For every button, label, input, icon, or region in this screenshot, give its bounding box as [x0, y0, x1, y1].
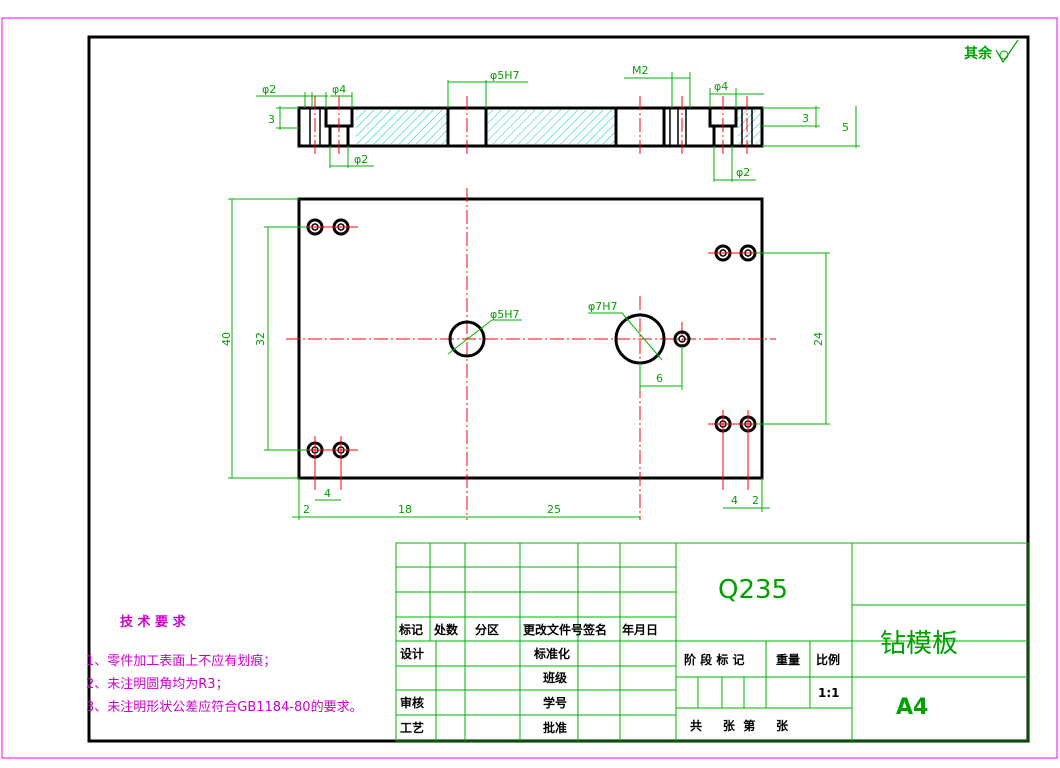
top-dims: φ2 φ4 φ5H7 M2 φ4 3: [256, 64, 860, 182]
dim-phi4-left: φ4: [332, 83, 346, 96]
part-name-text: 钻模板: [880, 629, 958, 659]
tb-review: 审核: [400, 695, 424, 710]
hatch-mid: [486, 110, 616, 144]
tb-header-docno: 更改文件号: [523, 622, 583, 637]
hatch-right: [738, 110, 760, 144]
tech-title: 技 术 要 求: [120, 614, 187, 630]
tb-header-sign: 签名: [582, 622, 607, 637]
dim-w4-right: 4: [731, 494, 738, 507]
dim-hole-5h7: φ5H7: [490, 308, 520, 321]
tb-scale-value: 1:1: [818, 686, 840, 700]
dim-h24: 24: [812, 332, 825, 346]
tb-sheets: 共 张 第 张: [690, 718, 789, 733]
dim-w2-right: 2: [752, 494, 759, 507]
top-section-view: φ2 φ4 φ5H7 M2 φ4 3: [256, 64, 860, 182]
dim-phi2-left: φ2: [262, 83, 276, 96]
tech-item-2: 2、未注明圆角均为R3；: [86, 677, 229, 692]
dim-h40: 40: [220, 332, 233, 346]
front-plan-view: φ5H7 φ7H7 6 40 32 24 2 4 18 25 4: [220, 188, 830, 520]
dim-offset-6: 6: [656, 372, 663, 385]
roughness-mark: 其余: [964, 39, 1019, 64]
tb-process: 工艺: [400, 720, 424, 735]
title-block: Q235 钻模板 A4 标记 处数 分区 更改文件号 签名 年月日 设计 标准化…: [395, 542, 1029, 742]
roughness-label: 其余: [964, 45, 993, 62]
dim-hole-7h7: φ7H7: [588, 300, 618, 313]
tech-requirements: 技 术 要 求 1、零件加工表面上不应有划痕； 2、未注明圆角均为R3； 3、未…: [86, 614, 363, 715]
dim-w25: 25: [547, 503, 561, 516]
dim-h3-left: 3: [268, 113, 275, 126]
tech-item-3: 3、未注明形状公差应符合GB1184-80的要求。: [86, 699, 363, 715]
sheet-border: [1, 17, 1058, 759]
hole-pair-top-right: [708, 244, 765, 262]
dim-h3-right: 3: [802, 112, 809, 125]
plate-section-outline: [297, 106, 764, 148]
dim-m2: M2: [632, 64, 649, 77]
dim-phi5h7-top: φ5H7: [490, 69, 520, 82]
hole-pair-top-left: [300, 218, 358, 236]
dim-w4-left: 4: [324, 487, 331, 500]
tb-design: 设计: [400, 646, 424, 661]
tb-header-mark: 标记: [398, 622, 423, 637]
dim-phi4-right: φ4: [714, 80, 728, 93]
dim-h32: 32: [254, 332, 267, 346]
tb-stage-mark: 阶 段 标 记: [684, 652, 745, 667]
roughness-symbol-icon: [995, 39, 1019, 64]
tb-weight: 重量: [776, 652, 800, 667]
tb-standard: 标准化: [533, 646, 570, 661]
hole-pair-bottom-right: [708, 410, 765, 490]
sheet-size-text: A4: [896, 695, 928, 720]
tb-id: 学号: [543, 695, 567, 710]
tech-item-1: 1、零件加工表面上不应有划痕；: [86, 653, 276, 669]
dim-h5: 5: [842, 121, 849, 134]
dim-phi2-bottom-left: φ2: [354, 153, 368, 166]
tb-header-zone: 分区: [475, 622, 499, 637]
hole-pair-bottom-left: [300, 436, 358, 490]
hatch-left: [356, 110, 448, 144]
tb-header-count: 处数: [433, 622, 459, 637]
dim-phi2-bottom-right: φ2: [736, 166, 750, 179]
dim-w18: 18: [398, 503, 412, 516]
tb-approve: 批准: [543, 720, 567, 735]
tb-class: 班级: [543, 670, 567, 685]
dim-w2-left: 2: [303, 503, 310, 516]
tb-ratio: 比例: [816, 652, 840, 667]
tb-header-date: 年月日: [622, 622, 658, 637]
material-text: Q235: [718, 575, 788, 605]
hole-5h7: [448, 320, 486, 358]
